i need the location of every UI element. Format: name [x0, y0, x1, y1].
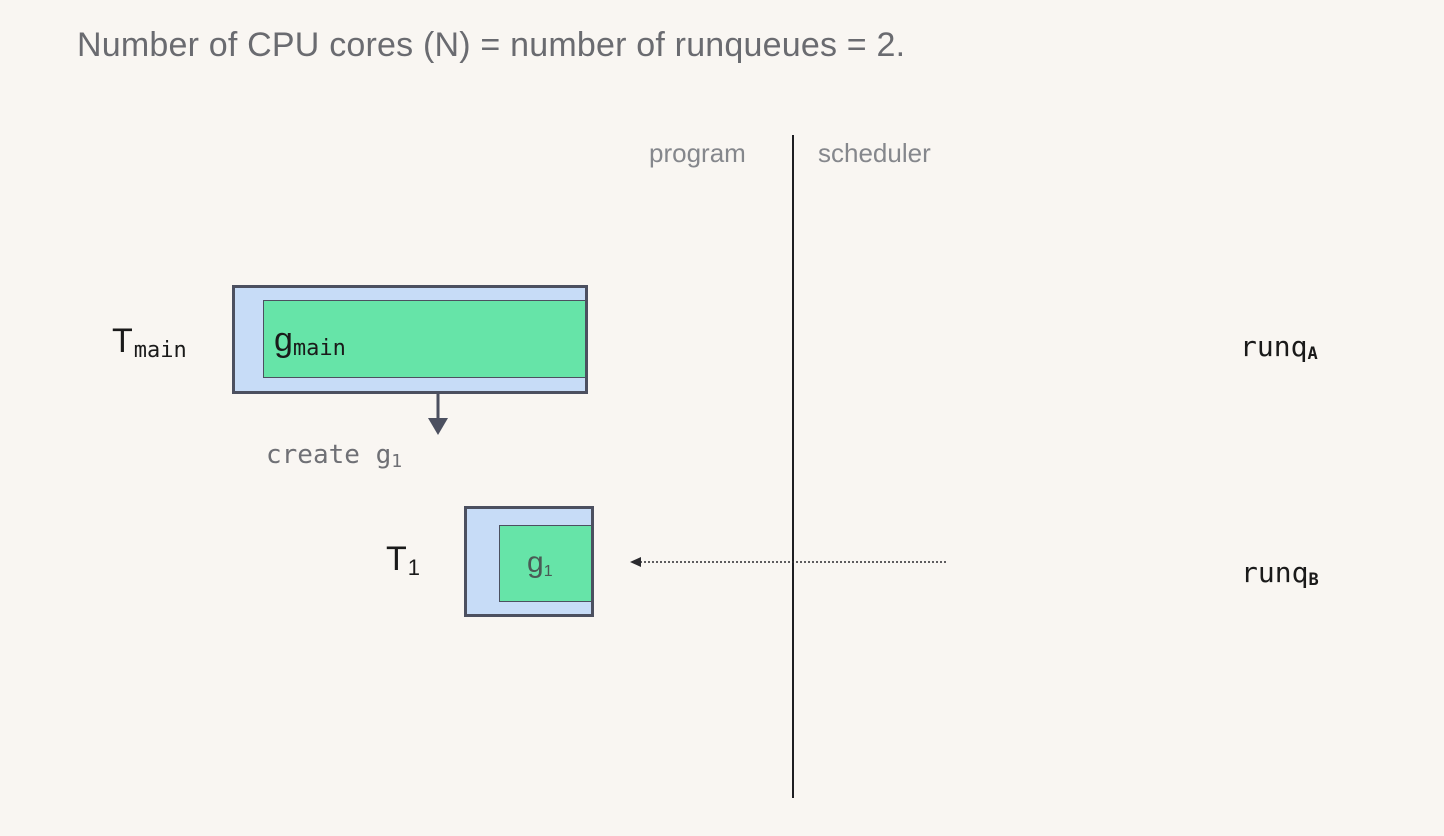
- thread-main-box: gmain: [232, 285, 588, 394]
- runqueue-a-sub: A: [1307, 344, 1318, 364]
- create-goroutine-action: create g1: [266, 440, 402, 472]
- goroutine-main-sub: main: [292, 336, 346, 361]
- create-goroutine-text: create g: [266, 440, 392, 470]
- thread-one-box: g1: [464, 506, 594, 617]
- runqueue-b-base: runq: [1241, 556, 1309, 589]
- goroutine-main-label: gmain: [274, 321, 346, 361]
- create-arrow: [428, 394, 448, 435]
- program-column-label: program: [649, 138, 746, 168]
- thread-one-base: T: [386, 540, 407, 578]
- thread-one-label: T1: [386, 540, 420, 581]
- runqueue-a-base: runq: [1240, 330, 1308, 363]
- runqueue-b-label: runqB: [1241, 556, 1319, 590]
- page-title: Number of CPU cores (N) = number of runq…: [77, 26, 906, 64]
- runqueue-b-sub: B: [1308, 570, 1319, 590]
- goroutine-one-sub: 1: [543, 563, 553, 580]
- thread-main-label: Tmain: [112, 322, 187, 363]
- scheduler-column-label: scheduler: [818, 138, 931, 168]
- goroutine-one-box: g1: [499, 525, 592, 602]
- thread-main-base: T: [112, 322, 133, 360]
- runqueue-a-label: runqA: [1240, 330, 1318, 364]
- create-goroutine-sub: 1: [391, 451, 403, 472]
- schedule-dotted-arrow: [630, 557, 946, 567]
- thread-main-sub: main: [133, 338, 187, 363]
- goroutine-main-base: g: [274, 321, 293, 359]
- goroutine-one-label: g1: [527, 546, 553, 581]
- program-scheduler-divider: [792, 135, 794, 798]
- goroutine-one-base: g: [527, 546, 544, 579]
- thread-one-sub: 1: [407, 555, 421, 580]
- goroutine-main-box: gmain: [263, 300, 586, 378]
